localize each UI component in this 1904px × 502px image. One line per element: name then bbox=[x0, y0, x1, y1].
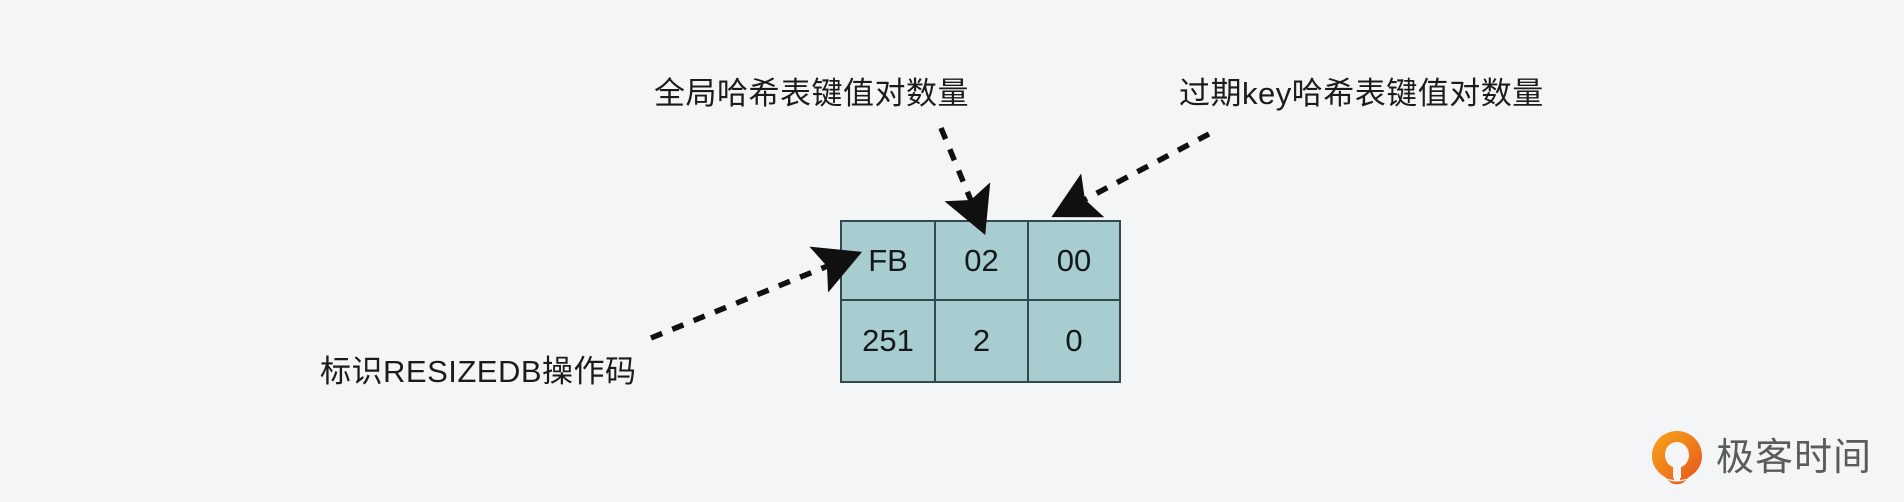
cell-hex-2: 00 bbox=[1027, 220, 1121, 301]
arrow-global-hash-count bbox=[938, 126, 991, 236]
arrow-resizedb-opcode bbox=[649, 246, 863, 341]
geekbang-logo-icon bbox=[1652, 431, 1702, 485]
annotation-label-global-hash-count: 全局哈希表键值对数量 bbox=[654, 76, 969, 111]
brand-name: 极客时间 bbox=[1716, 437, 1873, 479]
cell-decimal-1: 2 bbox=[934, 299, 1029, 383]
annotation-label-expire-hash-count: 过期key哈希表键值对数量 bbox=[1179, 76, 1544, 111]
byte-layout-table: FB 02 00 251 2 0 bbox=[840, 220, 1121, 383]
cell-hex-0: FB bbox=[840, 220, 936, 301]
cell-decimal-2: 0 bbox=[1027, 299, 1121, 383]
brand-logo: 极客时间 bbox=[1650, 430, 1872, 486]
annotation-label-resizedb-opcode: 标识RESIZEDB操作码 bbox=[320, 354, 637, 389]
cell-decimal-0: 251 bbox=[840, 299, 936, 383]
table-row-hex: FB 02 00 bbox=[840, 220, 1121, 301]
table-row-decimal: 251 2 0 bbox=[840, 299, 1121, 383]
cell-hex-1: 02 bbox=[934, 220, 1029, 301]
arrow-expire-hash-count bbox=[1051, 131, 1211, 218]
